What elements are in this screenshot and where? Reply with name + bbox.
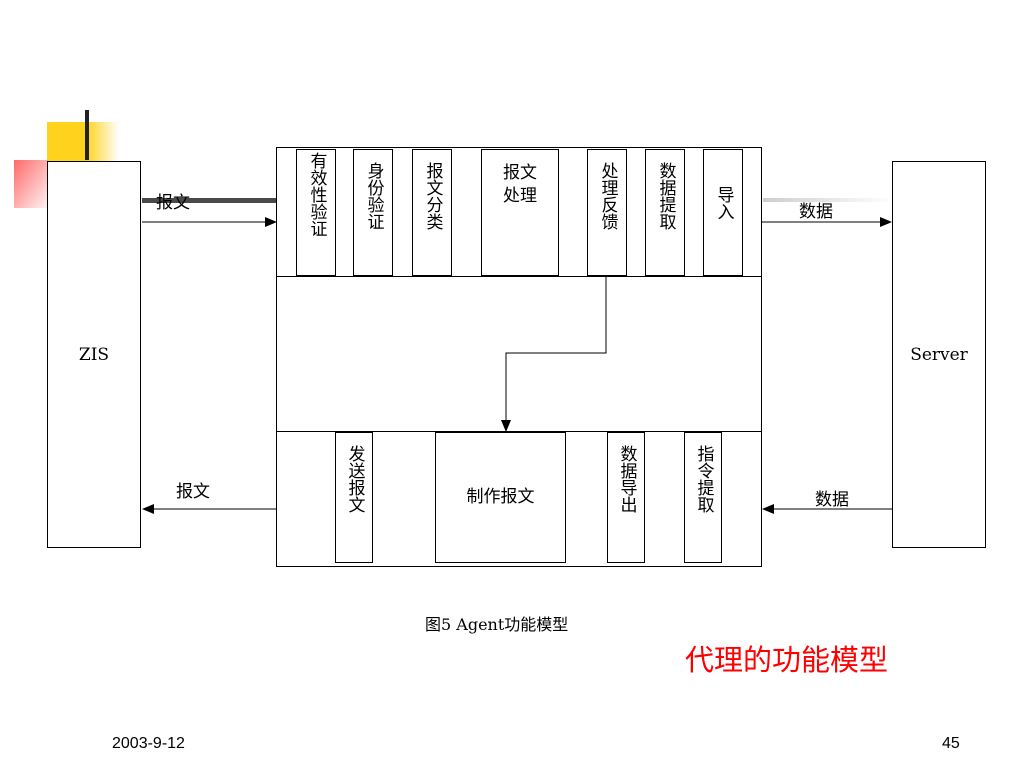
- decor-vertical-line: [85, 110, 89, 160]
- zis-box: ZIS: [47, 161, 141, 548]
- top-section-divider: [276, 276, 762, 277]
- module-import-label: 导入: [713, 186, 734, 220]
- module-message-classify: 报文分类: [412, 149, 452, 276]
- module-export-label: 数据导出: [616, 445, 637, 513]
- module-send-label: 发送报文: [344, 445, 365, 513]
- server-box: Server: [892, 161, 986, 548]
- module-data-extract: 数据提取: [645, 149, 685, 276]
- module-extract-label: 数据提取: [655, 162, 676, 230]
- module-classify-label: 报文分类: [422, 162, 443, 230]
- module-data-export: 数据导出: [607, 432, 645, 563]
- decor-red-block: [14, 160, 48, 208]
- module-command-extract: 指令提取: [684, 432, 722, 563]
- module-process-feedback: 处理反馈: [587, 149, 627, 276]
- decor-yellow-block: [47, 122, 119, 162]
- module-validity-label: 有效性验证: [306, 152, 327, 237]
- module-send-message: 发送报文: [335, 432, 373, 563]
- module-message-process: 报文 处理: [481, 149, 559, 276]
- decor-horizontal-line: [142, 198, 277, 203]
- module-make-message: 制作报文: [435, 432, 566, 563]
- server-label: Server: [910, 344, 968, 365]
- module-cmd-label: 指令提取: [693, 445, 714, 513]
- agent-frame: [276, 147, 762, 567]
- label-top-right-data: 数据: [799, 202, 833, 222]
- module-feedback-label: 处理反馈: [597, 162, 618, 230]
- decor-horizontal-line-right: [763, 198, 893, 202]
- module-make-label: 制作报文: [466, 487, 535, 507]
- figure-caption: 图5 Agent功能模型: [425, 615, 569, 634]
- slide-title: 代理的功能模型: [685, 643, 889, 677]
- module-import: 导入: [703, 149, 743, 276]
- module-identity-label: 身份验证: [363, 162, 384, 230]
- label-bottom-right-data: 数据: [815, 490, 849, 510]
- label-bottom-left-message: 报文: [176, 482, 210, 502]
- arrow-feedback-to-make: [501, 277, 607, 432]
- footer-date: 2003-9-12: [112, 735, 185, 752]
- module-validity-check: 有效性验证: [296, 149, 336, 276]
- module-identity-check: 身份验证: [353, 149, 393, 276]
- footer-page-number: 45: [942, 735, 960, 752]
- bottom-section-divider: [276, 431, 762, 432]
- module-process-label: 报文 处理: [503, 163, 537, 206]
- zis-label: ZIS: [78, 344, 110, 365]
- label-top-left-message: 报文: [156, 193, 190, 213]
